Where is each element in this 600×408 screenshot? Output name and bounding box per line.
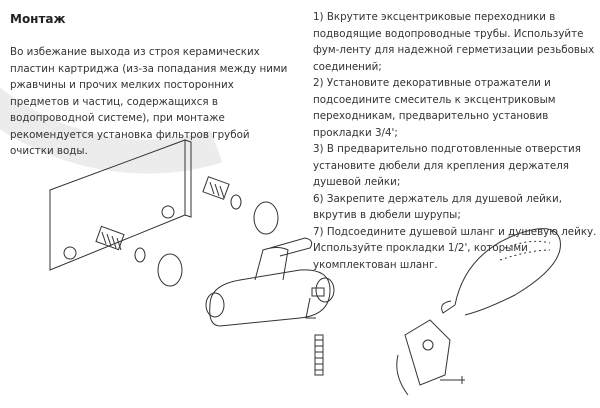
wall-plate [49, 139, 192, 271]
step-2: 2) Установите декоративные отражатели и … [313, 77, 556, 139]
shower-head [441, 228, 561, 316]
faucet-mixer [205, 237, 335, 376]
installation-diagram [49, 139, 561, 396]
step-3: 3) В предварительно подготовленные отвер… [313, 143, 581, 188]
eccentric-adapter-lower [95, 225, 183, 287]
step-7: 7) Подсоедините душевой шланг и душевую … [313, 225, 597, 271]
eccentric-adapter-upper [202, 176, 279, 235]
shower-holder [396, 319, 465, 396]
intro-text: Во избежание выхода из строя керамически… [10, 46, 288, 157]
step-1: 1) Вкрутите эксцентриковые переходники в… [313, 11, 595, 73]
instructions-list: 1) Вкрутите эксцентриковые переходники в… [313, 9, 598, 273]
section-title: Монтаж [10, 12, 66, 26]
step-6: 6) Закрепите держатель для душевой лейки… [313, 192, 562, 222]
